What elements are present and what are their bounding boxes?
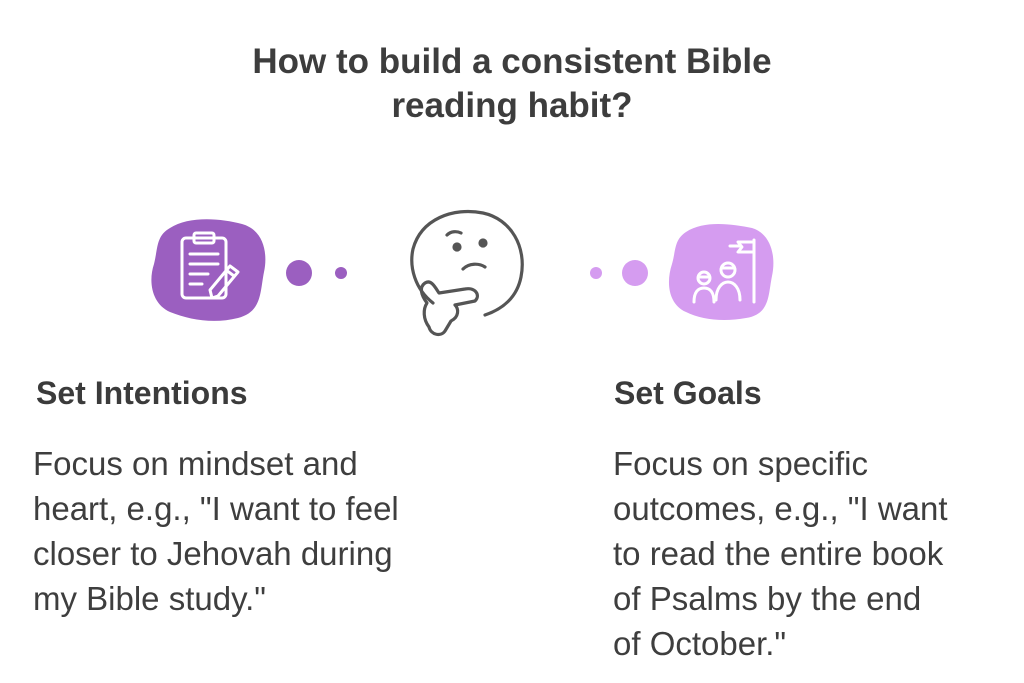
set-intentions-description: Focus on mindset and heart, e.g., "I wan… xyxy=(33,445,399,617)
connector-dot-large-left xyxy=(286,260,312,286)
title-line-2: reading habit? xyxy=(391,86,633,125)
diagram-title: How to build a consistent Bible reading … xyxy=(0,40,1024,128)
goal-flag-people-icon xyxy=(668,224,774,320)
connector-dot-small-left xyxy=(335,267,347,279)
set-intentions-heading: Set Intentions xyxy=(36,375,248,411)
thinking-face-icon xyxy=(410,209,524,337)
set-goals-description: Focus on specific outcomes, e.g., "I wan… xyxy=(613,445,948,662)
connector-dot-large-right xyxy=(622,260,648,286)
set-goals-heading: Set Goals xyxy=(614,375,762,411)
title-line-1: How to build a consistent Bible xyxy=(252,42,772,81)
connector-dot-small-right xyxy=(590,267,602,279)
clipboard-pencil-icon xyxy=(151,219,266,321)
